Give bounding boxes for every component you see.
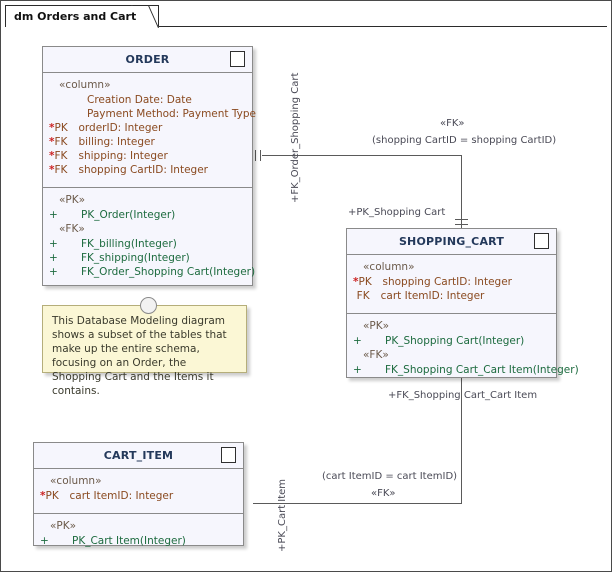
connector-cart-item-segment-horizontal: [253, 503, 462, 504]
connector-order-cart-endpoint-tick-b: [260, 150, 261, 161]
connector-order-cart-endpoint-tick-a: [255, 150, 256, 161]
operation-row: +FK_billing(Integer): [49, 238, 177, 250]
connector-order-cart-segment-vertical: [461, 155, 462, 228]
connector-order-cart-target-role: +PK_Shopping Cart: [348, 207, 446, 218]
connector-cart-item-target-role: +PK_Cart Item: [277, 478, 288, 552]
uml-table-order-title: ORDER: [125, 53, 170, 66]
uml-table-order-columns: «column» Creation Date: Date Payment Met…: [43, 73, 256, 188]
operation-row: +FK_Order_Shopping Cart(Integer): [49, 266, 256, 278]
table-icon[interactable]: [221, 447, 236, 463]
connector-order-cart-source-role: +FK_Order_Shopping Cart: [290, 72, 301, 203]
uml-table-shopping-cart-title: SHOPPING_CART: [398, 235, 505, 248]
uml-table-cart-item-operations: «PK» +PK_Cart Item(Integer): [34, 514, 243, 554]
connector-cart-item-constraint: (cart ItemID = cart ItemID): [322, 471, 458, 482]
diagram-tab-underline: [5, 26, 607, 27]
note-pin-icon: [140, 297, 157, 314]
uml-table-shopping-cart-header: SHOPPING_CART: [347, 229, 556, 255]
connector-cart-item-segment-vertical: [461, 378, 462, 503]
uml-table-cart-item-title: CART_ITEM: [103, 449, 174, 462]
operation-row: +FK_Shopping Cart_Cart Item(Integer): [353, 364, 579, 376]
table-icon[interactable]: [230, 51, 245, 67]
connector-order-cart-target-tick-b: [455, 224, 468, 225]
uml-table-shopping-cart-operations: «PK» +PK_Shopping Cart(Integer) «FK» +FK…: [347, 314, 579, 383]
operation-row: +PK_Cart Item(Integer): [40, 535, 186, 547]
stereotype-pk: «PK»: [50, 520, 77, 532]
connector-order-cart-segment-horizontal: [262, 155, 462, 156]
connector-cart-item-stereotype: «FK»: [371, 488, 396, 499]
operation-row: +FK_shipping(Integer): [49, 252, 190, 264]
uml-table-order-operations: «PK» +PK_Order(Integer) «FK» +FK_billing…: [43, 188, 256, 285]
stereotype-column: «column»: [50, 475, 102, 487]
stereotype-pk: «PK»: [363, 320, 390, 332]
uml-table-order-header: ORDER: [43, 47, 252, 73]
stereotype-column: «column»: [363, 261, 415, 273]
stereotype-fk: «FK»: [363, 349, 389, 361]
column-row: Creation Date: Date: [87, 94, 192, 106]
diagram-tab-label: dm Orders and Cart: [14, 10, 137, 23]
table-icon[interactable]: [534, 233, 549, 249]
connector-cart-item-source-role: +FK_Shopping Cart_Cart Item: [388, 390, 538, 401]
operation-row: +PK_Order(Integer): [49, 209, 176, 221]
diagram-note-text: This Database Modeling diagram shows a s…: [52, 315, 227, 397]
connector-order-cart-target-tick-a: [455, 219, 468, 220]
diagram-note[interactable]: This Database Modeling diagram shows a s…: [42, 305, 247, 397]
diagram-tab[interactable]: dm Orders and Cart: [5, 5, 160, 27]
operation-row: +PK_Shopping Cart(Integer): [353, 335, 525, 347]
stereotype-pk: «PK»: [59, 194, 86, 206]
stereotype-fk: «FK»: [59, 223, 85, 235]
uml-table-order[interactable]: ORDER «column» Creation Date: Date Payme…: [42, 46, 256, 286]
connector-order-cart-constraint: (shopping CartID = shopping CartID): [372, 135, 557, 146]
connector-order-cart-stereotype: «FK»: [440, 118, 465, 129]
uml-table-cart-item-header: CART_ITEM: [34, 443, 243, 469]
stereotype-column: «column»: [59, 79, 111, 91]
column-row: Payment Method: Payment Type: [87, 108, 256, 120]
